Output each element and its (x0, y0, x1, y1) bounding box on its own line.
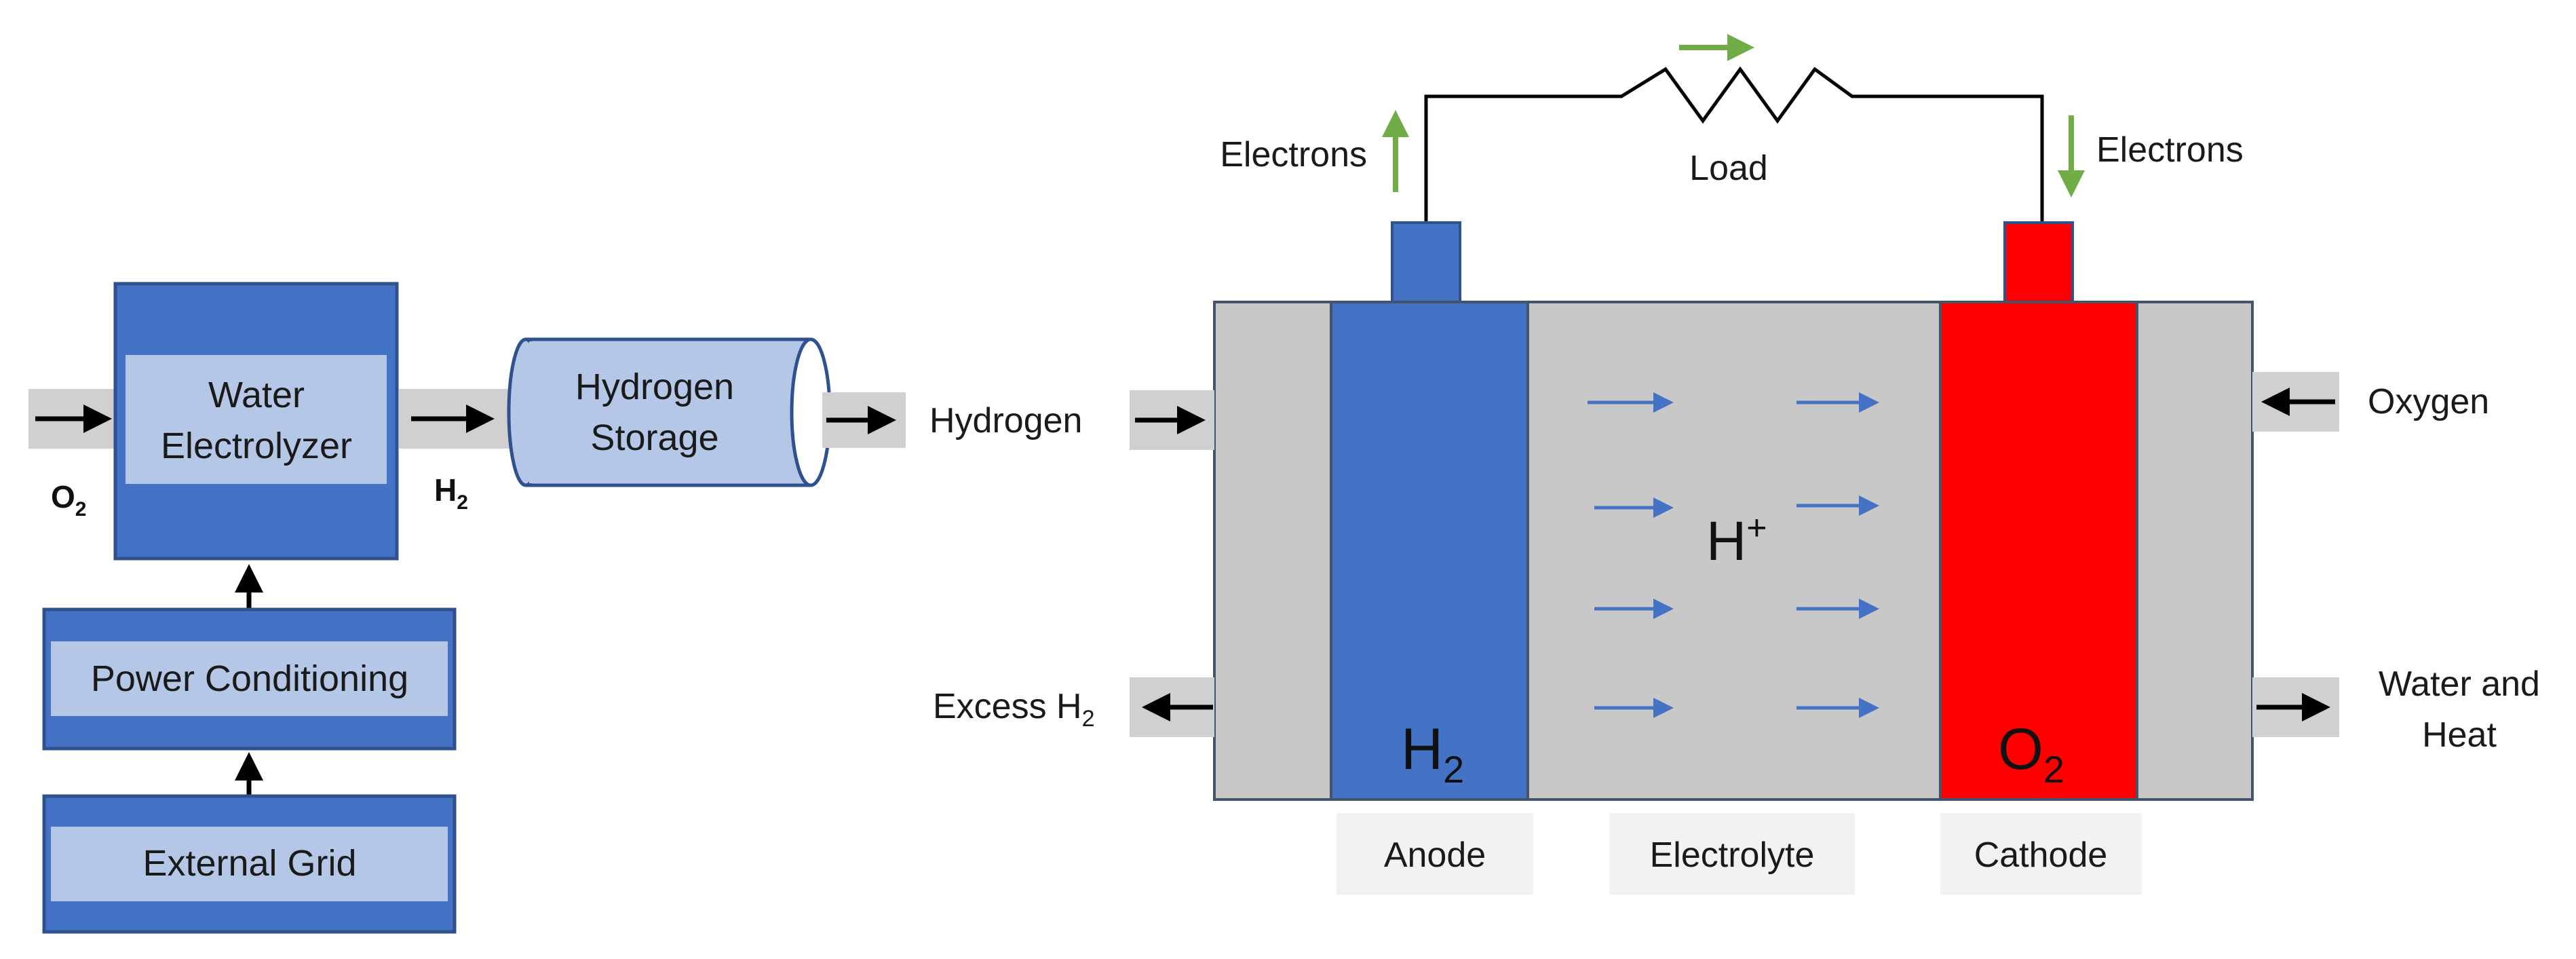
excess-h2-label: Excess H2 (933, 687, 1095, 732)
proton-flow-arrows (1588, 392, 1879, 718)
water-electrolyzer-inner (126, 355, 387, 484)
anode-label-box (1337, 813, 1533, 895)
anode-terminal (1391, 221, 1461, 303)
electrons-left-label: Electrons (1220, 135, 1367, 174)
hydrogen-storage-label-line1: Hydrogen (575, 366, 734, 407)
load-label: Load (1689, 149, 1768, 188)
hydrogen-storage-tank (507, 337, 832, 487)
electrons-right-label: Electrons (2096, 130, 2244, 170)
hydrogen-inlet-label: Hydrogen (929, 401, 1082, 440)
water-heat-label-line2: Heat (2422, 715, 2497, 755)
o2-label: O2 (51, 479, 86, 521)
anode-gas-label: H2 (1401, 717, 1464, 791)
cathode-gas-label: O2 (1998, 717, 2064, 791)
water-electrolyzer-label-line1: Water (208, 375, 305, 415)
anode-layer (1330, 301, 1529, 801)
h2-label: H2 (434, 472, 468, 514)
water-heat-label-line1: Water and (2379, 664, 2540, 704)
external-circuit-wire (1424, 66, 2044, 223)
cathode-layer (1939, 301, 2138, 801)
external-grid-label: External Grid (142, 843, 356, 884)
electrolyte-label-box (1609, 813, 1855, 895)
cathode-label: Cathode (1974, 835, 2108, 875)
electrolyte-label: Electrolyte (1650, 835, 1815, 875)
ion-label: H+ (1706, 508, 1767, 572)
power-conditioning-label: Power Conditioning (91, 658, 408, 699)
external-grid-inner (51, 827, 448, 901)
water-electrolyzer-label-line2: Electrolyzer (161, 426, 352, 466)
power-conditioning-inner (51, 641, 448, 716)
cathode-label-box (1940, 813, 2142, 895)
hydrogen-storage-label-line2: Storage (590, 417, 718, 458)
cathode-terminal (2003, 221, 2074, 303)
anode-label: Anode (1384, 835, 1486, 875)
oxygen-inlet-label: Oxygen (2368, 382, 2489, 421)
